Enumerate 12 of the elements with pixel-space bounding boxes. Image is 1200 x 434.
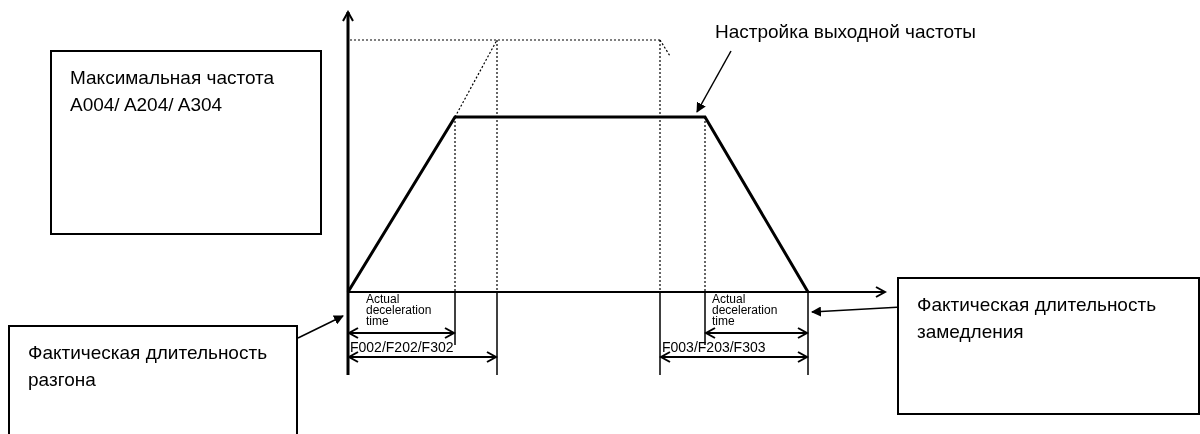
- note-box: [8, 325, 298, 434]
- callout-text: Настройка выходной частоты: [715, 18, 1035, 48]
- note-box: [50, 50, 322, 235]
- dimension-label: F003/F203/F303: [662, 340, 766, 354]
- leader-arrow: [297, 315, 344, 339]
- dimension-label: F002/F202/F302: [350, 340, 454, 354]
- leader-arrow: [811, 306, 898, 317]
- note-text: Фактическая длительность разгона: [28, 341, 269, 392]
- note-text: Максимальная частота A004/ A204/ A304: [70, 66, 276, 117]
- note-box: [897, 277, 1200, 415]
- note-text: Фактическая длительность замедления: [917, 293, 1158, 344]
- leader-arrow: [696, 50, 732, 113]
